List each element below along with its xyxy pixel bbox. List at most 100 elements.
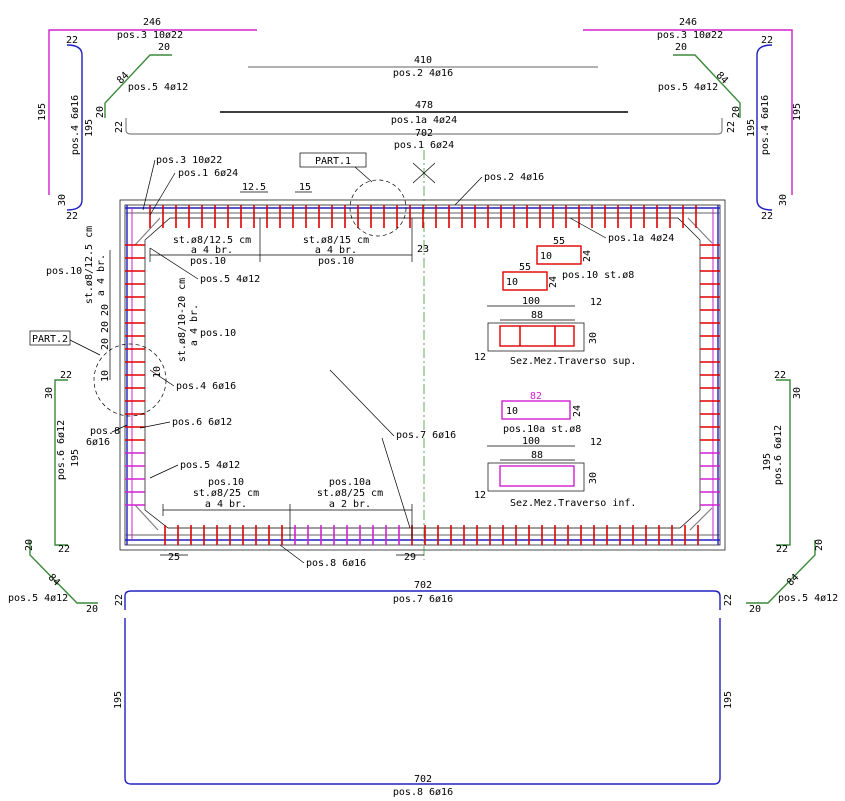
pos6-right-label: pos.6 6ø12 <box>773 425 784 485</box>
sec2-iw: 88 <box>531 450 543 461</box>
frame-opening <box>144 217 701 529</box>
sec1-b: 12 <box>474 352 486 363</box>
haunch-bar-tl <box>134 217 161 246</box>
pos5-20-side-top-right: 20 <box>731 106 742 118</box>
pos4-top-dim-left: 22 <box>66 35 78 46</box>
stirrup-pos10a: pos.10a st.ø8 <box>503 424 581 435</box>
sec2-outline <box>487 462 585 492</box>
bot-pos10a: pos.10a <box>329 477 371 488</box>
haunch-bar-br <box>689 507 713 531</box>
v-a4br2: a 4 br. <box>189 304 200 346</box>
pos4-height-right: 195 <box>746 119 757 137</box>
pos8-length: 702 <box>414 774 432 785</box>
pos8-left-195: 195 <box>113 691 124 709</box>
frame-pos5-label: pos.5 4ø12 <box>200 274 260 285</box>
stirrup-2 <box>502 271 548 291</box>
sec2-h: 30 <box>588 472 599 484</box>
pos7-left-22: 22 <box>114 594 125 606</box>
sec2-stirrup <box>499 465 575 487</box>
pos1-label: pos.1 6ø24 <box>394 140 454 151</box>
pos5-label-top-right: pos.5 4ø12 <box>658 82 718 93</box>
stirrup-1-in: 10 <box>540 251 552 262</box>
stirrup-3 <box>501 400 571 420</box>
top-left-bars: 246 pos.3 10ø22 22 22 195 195 pos.4 6ø16… <box>37 17 257 222</box>
pos3-bar-right <box>583 29 793 195</box>
v-st12-5: st.ø8/12.5 cm <box>84 226 95 304</box>
pos8-bar <box>124 618 721 785</box>
frame-annotations: PART.1 PART.2 pos.3 10ø22 pos.1 6ø24 12.… <box>29 152 674 569</box>
pos5-br-20b: 20 <box>749 604 761 615</box>
sec1-iw: 88 <box>531 310 543 321</box>
v-10b: 10 <box>152 366 163 378</box>
center-mark-2 <box>412 162 436 184</box>
pos6-right-22a: 22 <box>774 370 786 381</box>
pos7-right-22: 22 <box>723 594 734 606</box>
pos3-length-right: 246 <box>679 17 697 28</box>
stirrup-2-in: 10 <box>506 277 518 288</box>
bot-st25b: st.ø8/25 cm <box>317 488 383 499</box>
pos4-label-left: pos.4 6ø16 <box>70 95 81 155</box>
frame-pos2-label: pos.2 4ø16 <box>484 172 544 183</box>
pos1-length: 702 <box>415 128 433 139</box>
sec2-b: 12 <box>474 490 486 501</box>
sec2-t: 12 <box>590 437 602 448</box>
stirrup-pos10: pos.10 st.ø8 <box>562 270 634 281</box>
frame-pos5b-label: pos.5 4ø12 <box>180 460 240 471</box>
pos4-height-left: 195 <box>84 119 95 137</box>
sec1-outline <box>487 322 585 352</box>
part1-box <box>299 152 367 168</box>
pos6-left-22b: 22 <box>58 544 70 555</box>
pos5-bl-20b: 20 <box>86 604 98 615</box>
sec1-stirrup <box>499 325 575 347</box>
pos3-bar-left <box>48 29 257 195</box>
part1-circle <box>349 179 407 237</box>
sec1-label: Sez.Mez.Traverso sup. <box>510 356 636 367</box>
pos1-bar <box>125 118 723 135</box>
part1-leader <box>354 166 373 183</box>
frame-pos3-leader <box>142 159 156 211</box>
bottom-bars: 702 pos.7 6ø16 22 22 702 pos.8 6ø16 195 … <box>113 580 734 798</box>
v-10a: 10 <box>100 370 111 382</box>
top-right-bars: 246 pos.3 10ø22 22 22 195 195 pos.4 6ø16… <box>583 17 803 222</box>
frame-outline <box>119 199 726 551</box>
pos4-bot-dim-left: 22 <box>66 211 78 222</box>
frame-pos1-leader <box>149 172 176 216</box>
pos5-label-top-left: pos.5 4ø12 <box>128 82 188 93</box>
dim-15: 15 <box>299 182 311 193</box>
frame-pos8-bot-leader <box>279 544 305 564</box>
dim-23: 23 <box>417 244 429 255</box>
frame-pos8-bot-label: pos.8 6ø16 <box>306 558 366 569</box>
pos4-30-left: 30 <box>57 194 68 206</box>
stirrup-1-h: 24 <box>582 250 593 262</box>
haunch-bar-bl <box>134 504 159 531</box>
v-20c: 20 <box>100 338 111 350</box>
pos5-br-84: 84 <box>785 572 801 588</box>
pos8-right-195: 195 <box>723 691 734 709</box>
haunch-bar-tr <box>687 217 713 244</box>
st-15-count: a 4 br. <box>315 245 357 256</box>
frame-pos1a-label: pos.1a 4ø24 <box>608 233 674 244</box>
part2-circle <box>93 343 167 417</box>
pos3-label-right: pos.3 10ø22 <box>657 30 723 41</box>
v-pos10b: pos.10 <box>200 328 236 339</box>
pos5-br-20: 20 <box>814 539 825 551</box>
stirrup-3-len: 82 <box>530 391 542 402</box>
pos1a-length: 478 <box>415 100 433 111</box>
pos3-length-left: 246 <box>143 17 161 28</box>
part2-leader <box>69 339 101 356</box>
pos5-bar-bot-right <box>746 540 816 604</box>
pos3-label-left: pos.3 10ø22 <box>117 30 183 41</box>
pos6-left-30: 30 <box>44 387 55 399</box>
sec1-w: 100 <box>522 296 540 307</box>
pos5-br-label: pos.5 4ø12 <box>778 593 838 604</box>
part1-label: PART.1 <box>315 156 351 167</box>
pos4-bar-right <box>756 44 773 211</box>
pos5-bar-top-right <box>673 54 741 118</box>
frame-pos4-label: pos.4 6ø16 <box>176 381 236 392</box>
dim-12-5: 12.5 <box>242 182 266 193</box>
pos5-20-top-left: 20 <box>158 42 170 53</box>
sec1-t: 12 <box>590 297 602 308</box>
pos6-bar-right <box>776 379 791 546</box>
v-20b: 20 <box>100 321 111 333</box>
v-a4br: a 4 br. <box>96 254 107 296</box>
